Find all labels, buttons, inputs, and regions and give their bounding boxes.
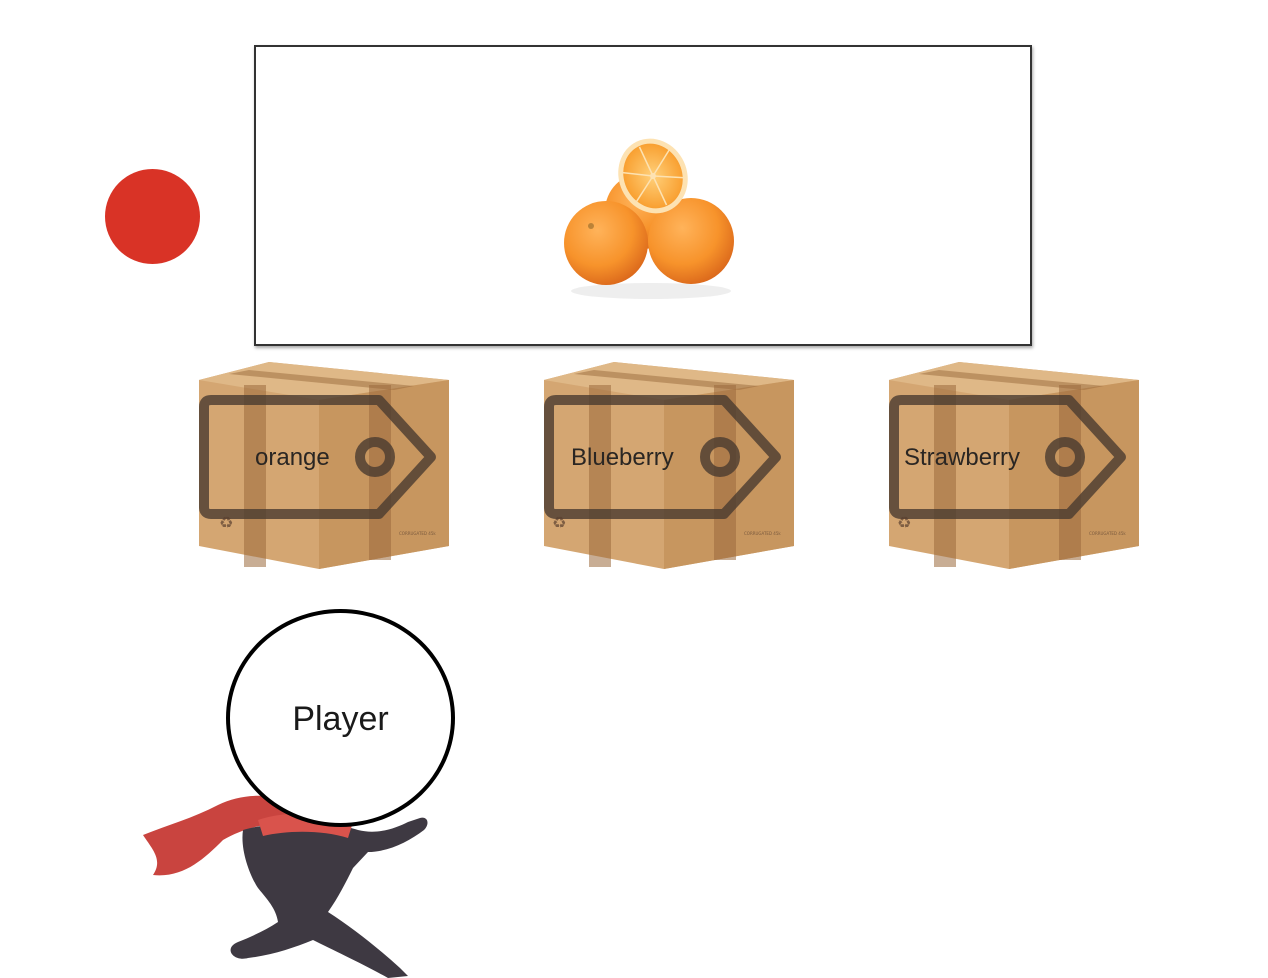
player-label: Player (292, 700, 389, 738)
target-display-panel (254, 45, 1032, 346)
crate-label: Blueberry (571, 444, 674, 471)
crate-label: Strawberry (904, 444, 1021, 471)
svg-text:♻: ♻ (219, 513, 233, 532)
svg-text:♻: ♻ (552, 513, 566, 532)
svg-text:CORRUGATED 45k: CORRUGATED 45k (399, 531, 436, 536)
crate-orange[interactable]: ♻ CORRUGATED 45k orange (199, 360, 449, 572)
cardboard-box-icon: ♻ CORRUGATED 45k (199, 362, 449, 569)
crate-strawberry[interactable]: ♻ CORRUGATED 45k Strawberry (889, 360, 1139, 572)
oranges-image (564, 138, 734, 299)
svg-text:CORRUGATED 45k: CORRUGATED 45k (1089, 531, 1126, 536)
svg-text:♻: ♻ (897, 513, 911, 532)
cardboard-box-icon: ♻ CORRUGATED 45k (544, 362, 794, 569)
svg-text:CORRUGATED 45k: CORRUGATED 45k (744, 531, 781, 536)
cardboard-box-icon: ♻ CORRUGATED 45k (889, 362, 1139, 569)
status-indicator-dot (105, 169, 200, 264)
player-avatar[interactable]: Player (226, 609, 455, 827)
crate-label: orange (255, 444, 330, 471)
crate-blueberry[interactable]: ♻ CORRUGATED 45k Blueberry (544, 360, 794, 572)
